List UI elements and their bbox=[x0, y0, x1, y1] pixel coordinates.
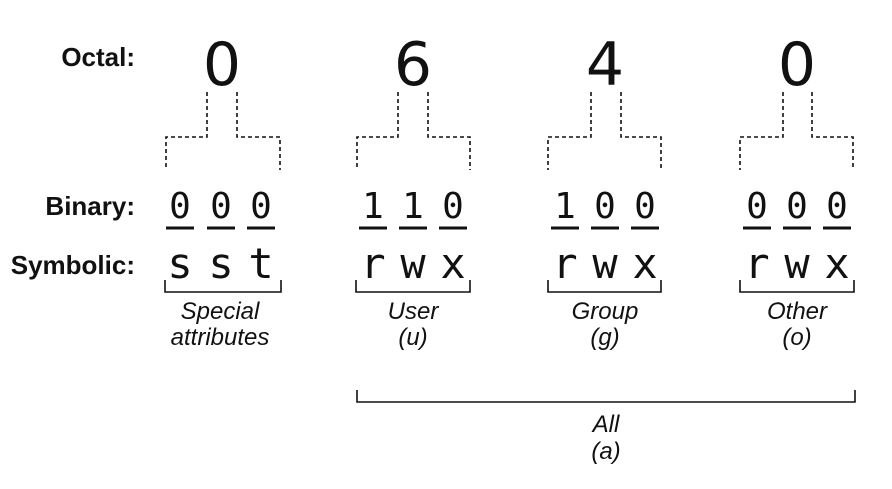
group-caption-line2: (o) bbox=[782, 324, 811, 351]
binary-bit: 0 bbox=[634, 186, 656, 227]
octal-digit: 4 bbox=[586, 30, 624, 100]
group-caption-line2: attributes bbox=[171, 324, 270, 351]
octal-digit: 0 bbox=[203, 30, 241, 100]
symbol-letter: x bbox=[632, 239, 657, 288]
dashed-bracket bbox=[739, 92, 854, 170]
group-caption-line2: (u) bbox=[398, 324, 427, 351]
symbol-letter: w bbox=[400, 239, 426, 288]
group-caption-line1: User bbox=[388, 298, 440, 325]
symbol-letter: x bbox=[440, 239, 465, 288]
dashed-bracket bbox=[356, 92, 471, 170]
group-special: 0 0 0 0 s s t Special attributes bbox=[164, 30, 282, 351]
group-caption-line1: Group bbox=[572, 298, 639, 325]
binary-bit: 0 bbox=[169, 186, 191, 227]
binary-bit: 1 bbox=[402, 186, 424, 227]
all-caption-line2: (a) bbox=[591, 438, 620, 465]
group-bracket bbox=[547, 280, 662, 293]
dashed-bracket bbox=[547, 92, 662, 170]
group-caption-line1: Special bbox=[181, 298, 260, 325]
symbol-letter: r bbox=[552, 239, 577, 288]
dashed-bracket bbox=[165, 92, 281, 170]
all-bracket-group: All (a) bbox=[356, 390, 856, 465]
group-group: 4 1 0 0 r w x Group (g) bbox=[547, 30, 662, 351]
group-caption-line1: Other bbox=[767, 298, 828, 325]
group-other: 0 0 0 0 r w x Other (o) bbox=[739, 30, 855, 351]
octal-label: Octal: bbox=[61, 42, 135, 72]
binary-bit: 0 bbox=[250, 186, 272, 227]
symbol-letter: s bbox=[167, 239, 192, 288]
binary-label: Binary: bbox=[45, 191, 135, 221]
symbolic-label: Symbolic: bbox=[11, 250, 135, 280]
binary-bit: 0 bbox=[442, 186, 464, 227]
symbol-letter: w bbox=[784, 239, 810, 288]
symbol-letter: w bbox=[592, 239, 618, 288]
all-bracket bbox=[356, 390, 856, 403]
symbol-letter: s bbox=[208, 239, 233, 288]
binary-bit: 0 bbox=[746, 186, 768, 227]
symbol-letter: r bbox=[744, 239, 769, 288]
all-caption-line1: All bbox=[591, 411, 620, 438]
binary-bit: 0 bbox=[786, 186, 808, 227]
symbol-letter: r bbox=[360, 239, 385, 288]
binary-bit: 0 bbox=[826, 186, 848, 227]
binary-bit: 1 bbox=[554, 186, 576, 227]
group-caption-line2: (g) bbox=[590, 324, 619, 351]
group-bracket bbox=[739, 280, 855, 293]
group-user: 6 1 1 0 r w x User (u) bbox=[355, 30, 471, 351]
binary-bit: 1 bbox=[362, 186, 384, 227]
group-bracket bbox=[164, 280, 282, 293]
octal-digit: 6 bbox=[394, 30, 432, 100]
binary-bit: 0 bbox=[594, 186, 616, 227]
symbol-letter: t bbox=[248, 239, 273, 288]
octal-digit: 0 bbox=[778, 30, 816, 100]
group-bracket bbox=[355, 280, 471, 293]
symbol-letter: x bbox=[824, 239, 849, 288]
binary-bit: 0 bbox=[210, 186, 232, 227]
